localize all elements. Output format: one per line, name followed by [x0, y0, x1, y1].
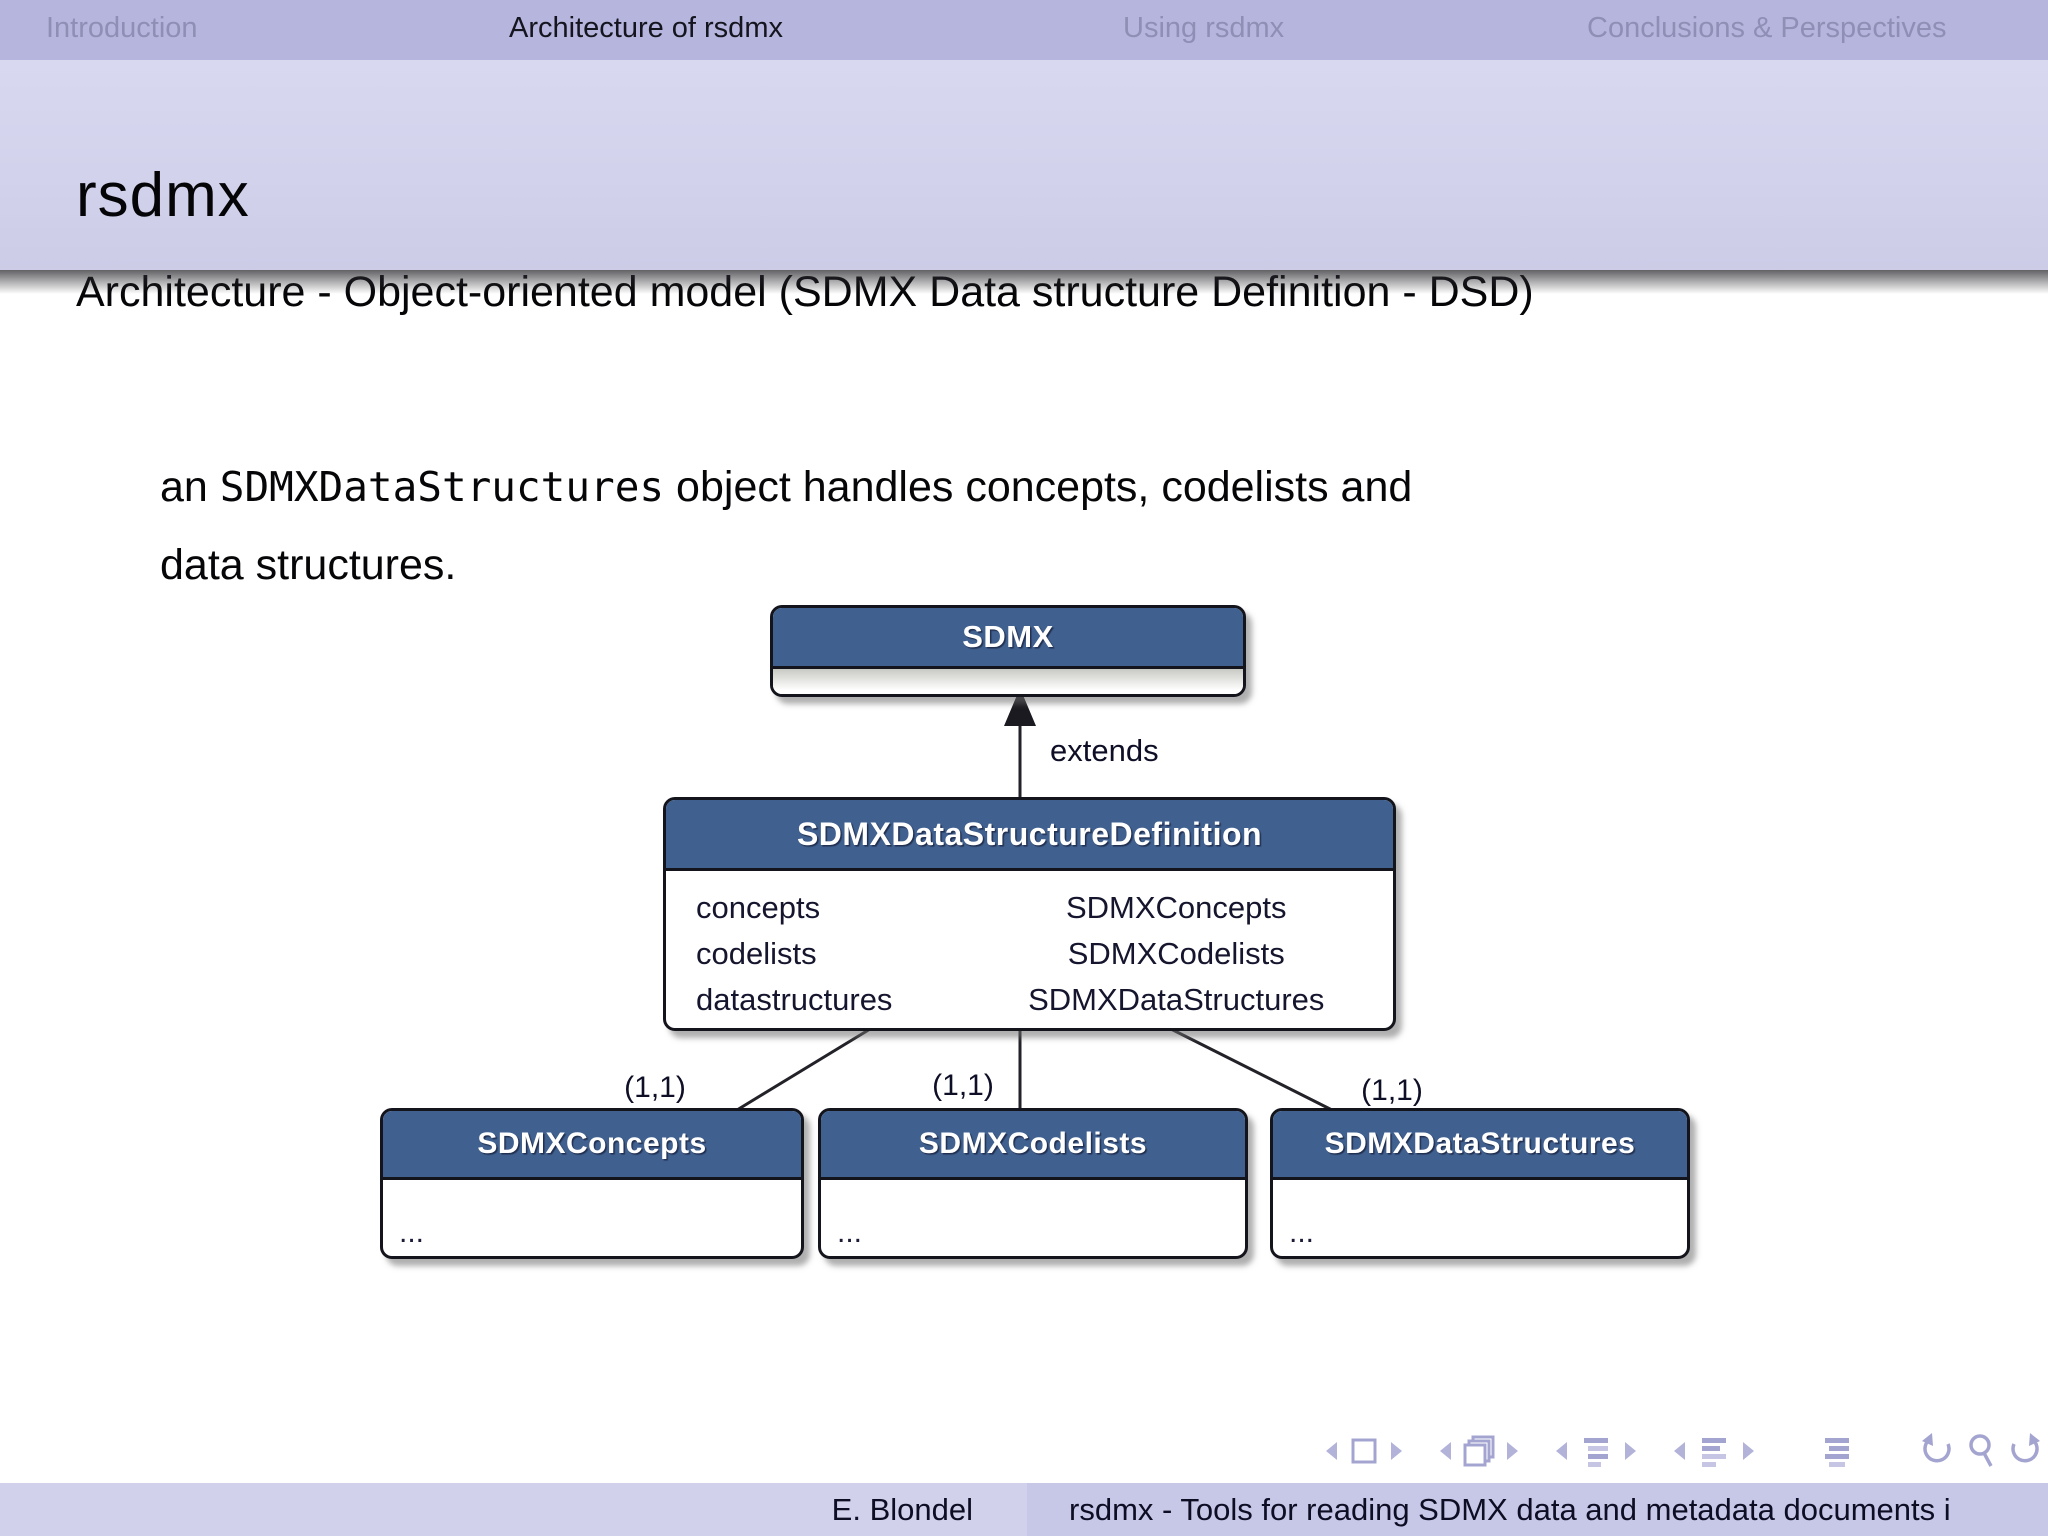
attribute-row: codelists SDMXCodelists — [666, 931, 1393, 977]
uml-class-sdmxconcepts-name: SDMXConcepts — [383, 1111, 801, 1180]
attribute-name: concepts — [696, 890, 821, 925]
uml-class-dsd-name: SDMXDataStructureDefinition — [666, 800, 1393, 871]
footer-author: E. Blondel — [0, 1483, 1027, 1536]
title-block: rsdmx Architecture - Object-oriented mod… — [0, 60, 2048, 316]
subsection-icon[interactable] — [1579, 1434, 1613, 1468]
next-subsection-icon[interactable] — [1622, 1437, 1640, 1465]
uml-class-sdmx: SDMX — [770, 605, 1246, 697]
nav-section-using[interactable]: Using rsdmx — [1123, 12, 1285, 44]
slide-icon[interactable] — [1349, 1436, 1379, 1466]
next-frame-icon[interactable] — [1504, 1437, 1522, 1465]
body-text-prefix: an — [160, 463, 220, 511]
prev-subsection-icon[interactable] — [1552, 1437, 1570, 1465]
attribute-type: SDMXCodelists — [1067, 936, 1285, 971]
uml-class-sdmxdatastructuredefinition: SDMXDataStructureDefinition concepts SDM… — [663, 797, 1396, 1031]
body-text: an SDMXDataStructures object handles con… — [160, 448, 1920, 604]
beamer-navigation-bar — [1322, 1428, 2044, 1474]
next-section-icon[interactable] — [1740, 1437, 1758, 1465]
footer-presentation-title: rsdmx - Tools for reading SDMX data and … — [1027, 1483, 2048, 1536]
body-text-line1: an SDMXDataStructures object handles con… — [160, 448, 1920, 526]
uml-class-dsd-attributes: concepts SDMXConcepts codelists SDMXCode… — [666, 871, 1393, 1028]
prev-section-icon[interactable] — [1670, 1437, 1688, 1465]
appendix-icon[interactable] — [1820, 1434, 1854, 1468]
title-shadow-divider — [0, 270, 2048, 294]
attribute-row: datastructures SDMXDataStructures — [666, 977, 1393, 1023]
multiplicity-label-concepts: (1,1) — [624, 1071, 686, 1104]
next-slide-icon[interactable] — [1388, 1437, 1406, 1465]
attribute-type: SDMXConcepts — [1065, 890, 1287, 925]
back-icon[interactable] — [1918, 1432, 1956, 1470]
prev-slide-icon[interactable] — [1322, 1437, 1340, 1465]
uml-class-sdmxcodelists-name: SDMXCodelists — [821, 1111, 1245, 1180]
extends-label: extends — [1050, 733, 1159, 768]
body-code-sdmxdatastructures: SDMXDataStructures — [219, 463, 665, 511]
multiplicity-label-codelists: (1,1) — [932, 1069, 994, 1102]
uml-class-sdmxcodelists: SDMXCodelists ... — [818, 1108, 1248, 1259]
uml-class-sdmxdatastructures-body: ... — [1289, 1216, 1315, 1249]
section-icon[interactable] — [1697, 1434, 1731, 1468]
forward-icon[interactable] — [2006, 1432, 2044, 1470]
multiplicity-label-datastructures: (1,1) — [1361, 1074, 1423, 1107]
body-text-line2: data structures. — [160, 541, 457, 589]
attribute-type: SDMXDataStructures — [1028, 982, 1325, 1017]
uml-class-sdmx-body — [773, 669, 1243, 694]
nav-section-conclusions[interactable]: Conclusions & Perspectives — [1587, 12, 1947, 44]
nav-section-architecture[interactable]: Architecture of rsdmx — [509, 12, 783, 44]
attribute-name: codelists — [696, 936, 817, 971]
prev-frame-icon[interactable] — [1436, 1437, 1454, 1465]
section-nav-bar: Introduction Architecture of rsdmx Using… — [0, 0, 2048, 60]
uml-class-sdmxconcepts: SDMXConcepts ... — [380, 1108, 804, 1259]
body-text-suffix: object handles concepts, codelists and — [664, 463, 1413, 511]
uml-class-sdmx-name: SDMX — [773, 608, 1243, 669]
attribute-row: concepts SDMXConcepts — [666, 885, 1393, 931]
uml-class-sdmxdatastructures-name: SDMXDataStructures — [1273, 1111, 1687, 1180]
nav-section-introduction[interactable]: Introduction — [46, 12, 198, 44]
uml-class-sdmxdatastructures: SDMXDataStructures ... — [1270, 1108, 1690, 1259]
attribute-name: datastructures — [696, 982, 893, 1017]
frames-icon[interactable] — [1461, 1434, 1497, 1468]
uml-class-sdmxconcepts-body: ... — [399, 1216, 425, 1249]
page-title: rsdmx — [76, 161, 250, 230]
uml-class-sdmxcodelists-body: ... — [837, 1216, 863, 1249]
search-icon[interactable] — [1964, 1432, 1998, 1470]
